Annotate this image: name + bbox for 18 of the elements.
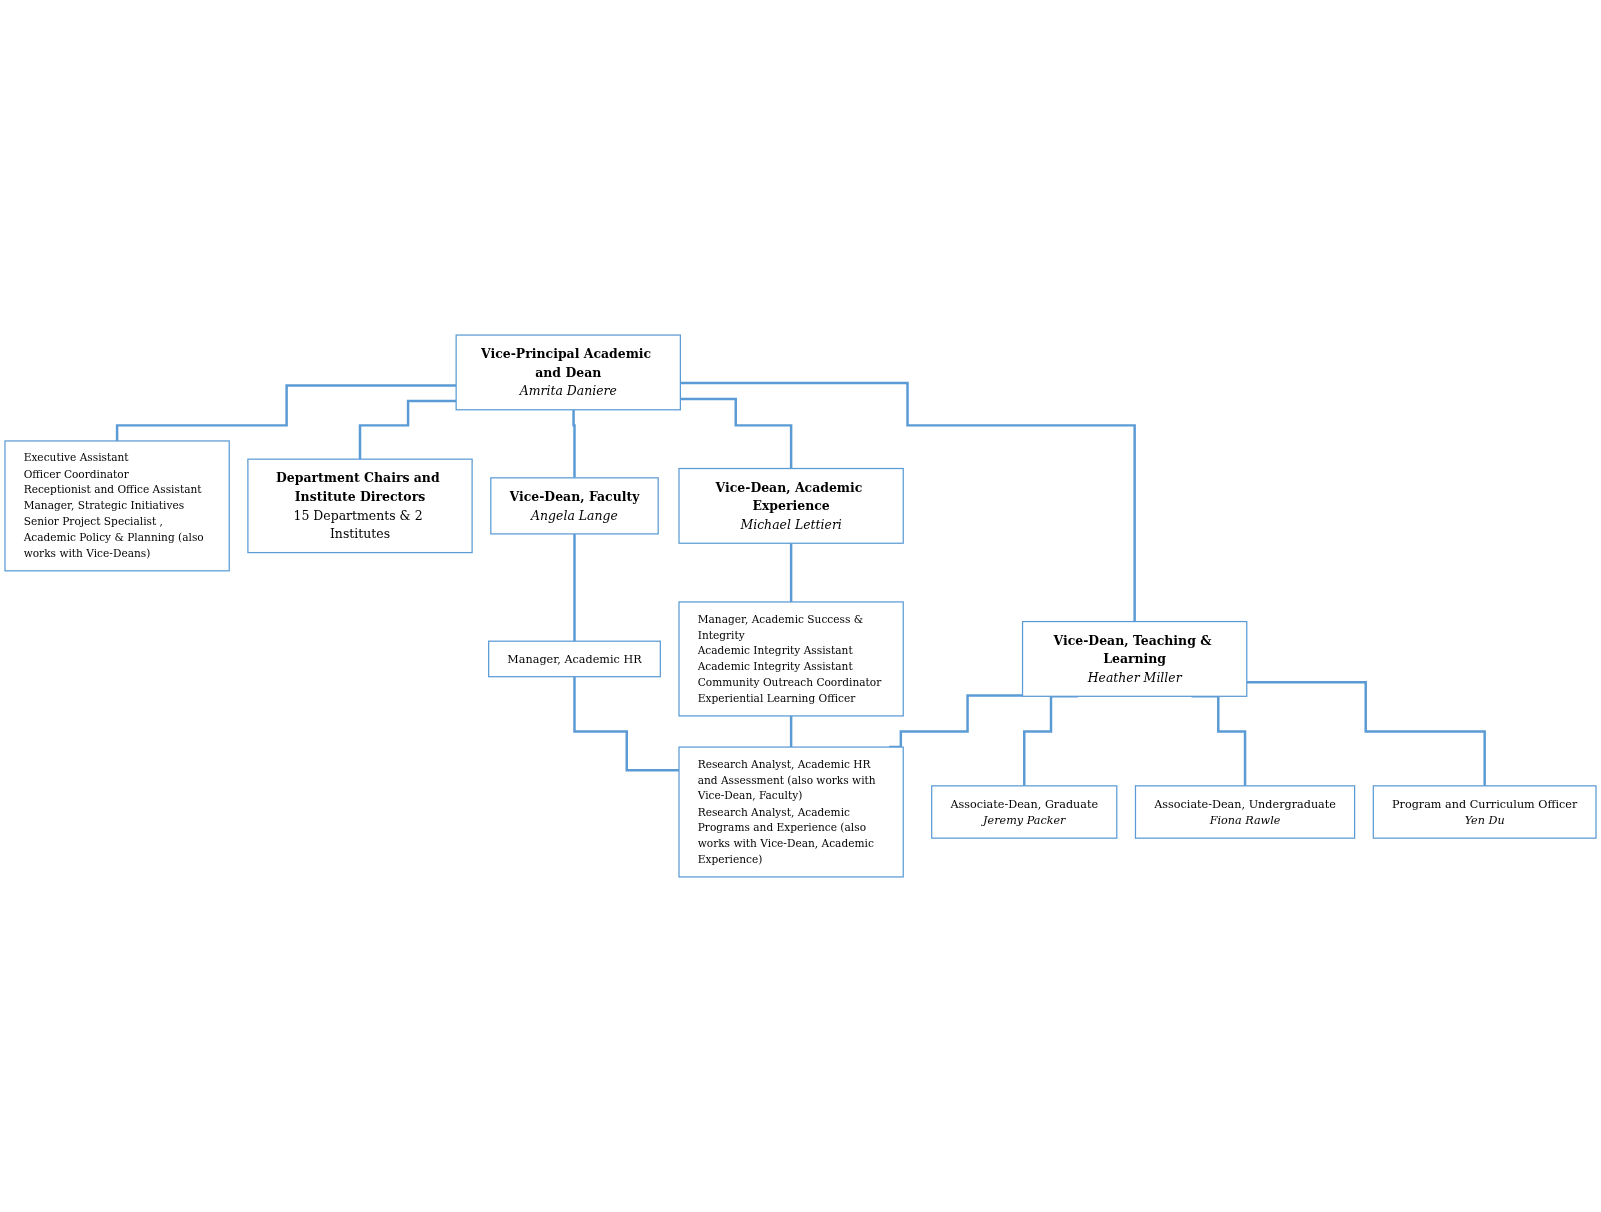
connector <box>573 675 679 772</box>
node-box: Vice-Dean, Faculty Angela Lange <box>490 477 659 535</box>
node-box: Executive Assistant Officer Coordinator Receptionist and Office Assistant Manager, Strategic Initiatives Senior Project Specialist , Academic Policy & Planning (also works with Vice-Deans) <box>4 440 230 572</box>
connector <box>789 714 793 749</box>
connector <box>573 532 576 643</box>
node-box: Program and Curriculum Officer Yen Du <box>1372 785 1597 839</box>
node-box: Vice-Dean, Academic Experience Michael Lettieri <box>678 467 904 544</box>
node-box: Department Chairs and Institute Directors 15 Departments & 2 Institutes <box>247 458 473 554</box>
node-box: Manager, Academic HR <box>488 640 661 678</box>
node-box: Associate-Dean, Graduate Jeremy Packer <box>931 785 1118 839</box>
node-box: Manager, Academic Success & Integrity Academic Integrity Assistant Academic Integrity Assistant Community Outreach Coordinator Experiential Learning Officer <box>678 601 904 717</box>
node-box: Vice-Principal Academic and Dean Amrita Daniere <box>455 334 681 411</box>
node-box: Vice-Dean, Teaching & Learning Heather Miller <box>1021 620 1248 697</box>
connector <box>358 399 457 461</box>
connector <box>680 397 793 470</box>
node-box: Associate-Dean, Undergraduate Fiona Rawle <box>1134 785 1356 839</box>
node-box: Research Analyst, Academic HR and Assessment (also works with Vice-Dean, Faculty) Research Analyst, Academic Programs and Experience (also works with Vice-Dean, Academic Experience) <box>678 746 904 878</box>
connector <box>680 381 1136 623</box>
